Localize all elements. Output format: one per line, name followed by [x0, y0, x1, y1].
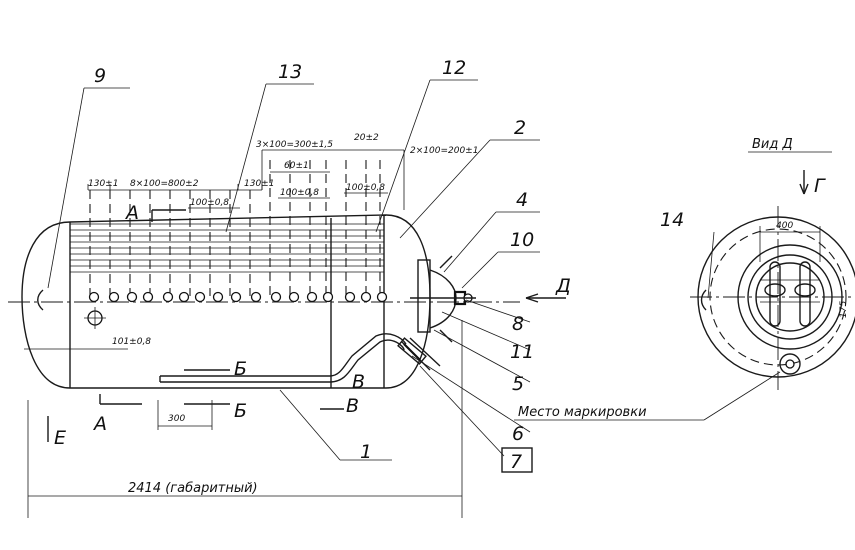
dim-300: 300 [168, 414, 185, 424]
section-b-top: Б [234, 358, 247, 380]
dim-130-left: 130±1 [88, 179, 118, 189]
callout-12: 12 [442, 57, 466, 79]
view-g-label: Г [814, 175, 826, 197]
dim-3x100: 3×100=300±1,5 [256, 140, 333, 150]
section-a-bottom: А [92, 413, 107, 435]
dim-2x100: 2×100=200±1 [410, 146, 478, 156]
callout-leaders [47, 79, 781, 473]
section-e: Е [54, 427, 66, 449]
callout-13: 13 [278, 61, 302, 83]
hole-row [84, 291, 388, 329]
callout-10: 10 [510, 229, 534, 251]
section-b-bottom: Б [234, 400, 247, 422]
dim-100-c: 100±0,8 [346, 183, 385, 193]
dimension-lines [24, 149, 566, 518]
marking-location-note: Место маркировки [518, 405, 647, 420]
section-v-bottom: В [346, 395, 359, 417]
callout-7: 7 [510, 451, 522, 473]
callout-11: 11 [510, 341, 534, 363]
dim-20: 20±2 [354, 133, 379, 143]
callout-4: 4 [516, 189, 528, 211]
dimension-labels: 130±1 8×100=800±2 130±1 100±0,8 100±0,8 … [88, 133, 849, 496]
callout-9: 9 [94, 65, 106, 87]
callout-2: 2 [514, 117, 526, 139]
callout-5: 5 [512, 373, 524, 395]
dim-overall: 2414 (габаритный) [128, 481, 258, 496]
view-d-title: Вид Д [752, 137, 793, 152]
tube-bundle [70, 223, 384, 273]
callout-6: 6 [512, 423, 524, 445]
section-v-top: В [352, 371, 365, 393]
section-labels: А А Б Б В В Е Д Г [54, 175, 826, 449]
dim-60: 60±1 [284, 161, 309, 171]
callout-1: 1 [360, 441, 372, 463]
dim-100-a: 100±0,8 [190, 198, 229, 208]
dim-8x100: 8×100=800±2 [130, 179, 199, 189]
notes: Вид Д Место маркировки [518, 137, 793, 420]
callout-8: 8 [512, 313, 524, 335]
dim-100-b: 100±0,8 [280, 188, 319, 198]
callout-numbers: 9 13 12 2 4 10 8 11 5 6 7 1 14 [94, 57, 684, 473]
vessel-body [21, 214, 431, 389]
heater-flange [410, 255, 476, 343]
dim-400: 400 [776, 221, 793, 231]
end-view [690, 151, 855, 390]
section-a-top: А [124, 202, 139, 224]
callout-14: 14 [660, 209, 684, 231]
dim-130-mid: 130±1 [244, 179, 274, 189]
view-d-arrow-label: Д [555, 275, 571, 297]
dim-175: 175 [839, 301, 849, 318]
inlet-pipe [159, 333, 441, 383]
dim-101: 101±0,8 [112, 337, 151, 347]
